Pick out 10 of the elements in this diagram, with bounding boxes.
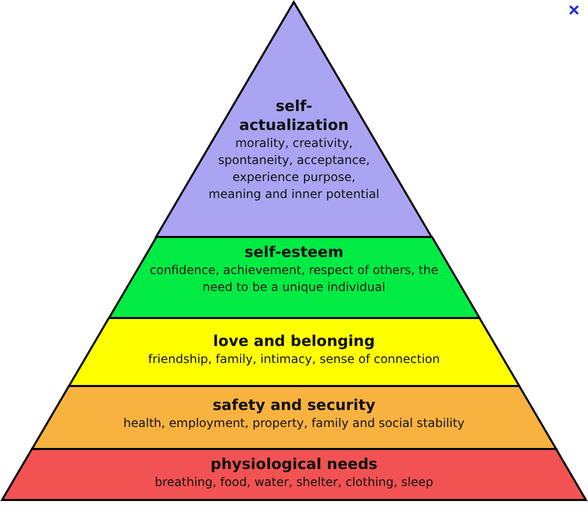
level-description: morality, creativity, spontaneity, acceptance, experience purpose, meaning and inner potential (208, 135, 380, 203)
level-description: friendship, family, intimacy, sense of connection (148, 351, 440, 368)
level-description: breathing, food, water, shelter, clothing, sleep (154, 474, 434, 491)
level-heading: self-esteem (244, 243, 344, 262)
level-description: confidence, achievement, respect of others, the need to be a unique individual (148, 262, 440, 296)
level-heading: safety and security (212, 396, 376, 415)
level-heading: physiological needs (210, 455, 378, 474)
level-heading: love and belonging (213, 332, 375, 351)
level-heading: self- actualization (238, 97, 350, 135)
level-description: health, employment, property, family and social stability (123, 415, 465, 432)
